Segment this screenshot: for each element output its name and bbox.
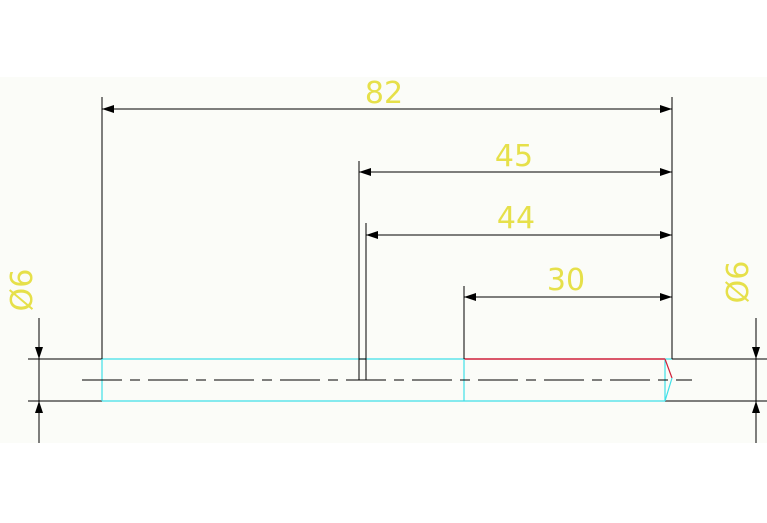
- dimension-82: 82: [102, 76, 672, 113]
- dimension-30: 30: [464, 263, 672, 301]
- diameter-dimension-left: Ø6: [5, 269, 43, 443]
- diameter-dimension-right: Ø6: [721, 261, 760, 443]
- dim-text-diameter-left: Ø6: [5, 269, 40, 312]
- extension-lines: [101, 97, 673, 380]
- chamfer-diagonal: [664, 358, 673, 379]
- drawing-area: [0, 77, 767, 443]
- dim-text-45: 45: [495, 139, 533, 174]
- dim-text-30: 30: [547, 263, 585, 298]
- dim-text-82: 82: [365, 76, 403, 111]
- dim-text-44: 44: [497, 201, 535, 236]
- chamfer-lower: [664, 377, 673, 402]
- dimension-45: 45: [359, 139, 672, 176]
- dim-text-diameter-right: Ø6: [721, 261, 756, 304]
- shaft-body: [28, 358, 767, 402]
- dimension-44: 44: [366, 201, 672, 239]
